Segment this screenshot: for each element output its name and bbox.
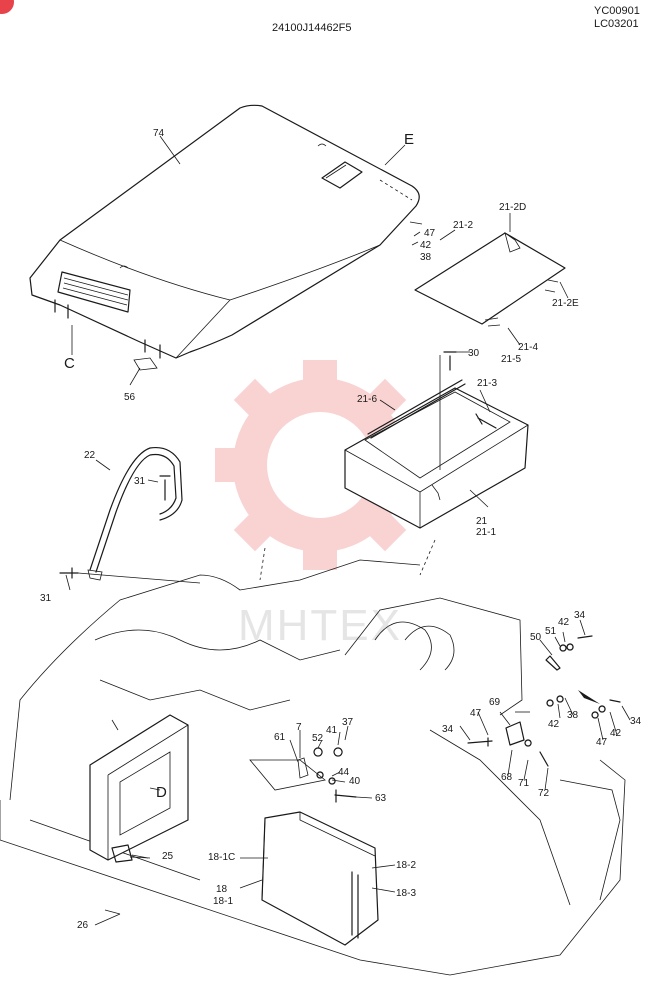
part-label: 21-2D: [499, 202, 526, 213]
part-label: 7: [296, 722, 302, 733]
part-label: 68: [501, 772, 513, 783]
view-label-e: E: [404, 131, 414, 148]
part-label: 69: [489, 697, 501, 708]
side-cover-18: [261, 811, 379, 946]
part-label: 41: [326, 725, 338, 736]
part-label: 44: [338, 767, 350, 778]
part-label: 56: [124, 392, 136, 403]
latch-assembly: [249, 747, 357, 803]
part-label: 18-1: [213, 896, 233, 907]
part-label: 21-2: [453, 220, 473, 231]
corner-badge: [0, 0, 14, 14]
part-label: 21: [476, 516, 488, 527]
part-label: 21-4: [518, 342, 538, 353]
part-label: 31: [40, 593, 52, 604]
leader-lines: [65, 135, 631, 926]
part-label: 30: [468, 348, 480, 359]
part-label: 63: [375, 793, 387, 804]
part-label: 21-2E: [552, 298, 579, 309]
part-label: 18-2: [396, 860, 416, 871]
part-label: 21-6: [357, 394, 377, 405]
machine-body: [0, 539, 626, 976]
part-label: 31: [134, 476, 146, 487]
part-label: 42: [420, 240, 432, 251]
frame-d: [89, 714, 189, 915]
part-label: 71: [518, 778, 530, 789]
part-label: 51: [545, 626, 557, 637]
part-label: 42: [610, 728, 622, 739]
part-label: 34: [442, 724, 454, 735]
part-label: 18: [216, 884, 228, 895]
watermark-text: MHTEX: [238, 601, 402, 650]
part-label: 74: [153, 128, 165, 139]
view-label-c: C: [64, 355, 75, 372]
part-label: 42: [558, 617, 570, 628]
part-label: 72: [538, 788, 550, 799]
part-label: 21-5: [501, 354, 521, 365]
part-label: 34: [574, 610, 586, 621]
part-label: 61: [274, 732, 286, 743]
page-code-1: YC00901: [594, 5, 640, 17]
part-label: 47: [470, 708, 482, 719]
part-label: 40: [349, 776, 361, 787]
part-label: 47: [424, 228, 436, 239]
bolt-cluster: [467, 635, 621, 767]
part-label: 52: [312, 733, 324, 744]
part-label: 34: [630, 716, 642, 727]
drawing-number: 24100J14462F5: [272, 22, 352, 34]
part-label: 42: [548, 719, 560, 730]
part-label: 18-3: [396, 888, 416, 899]
part-label: 26: [77, 920, 89, 931]
view-label-d: D: [156, 784, 167, 801]
part-label: 50: [530, 632, 542, 643]
part-label: 37: [342, 717, 354, 728]
hood-cover: [29, 104, 420, 371]
part-label: 38: [420, 252, 432, 263]
part-label: 38: [567, 710, 579, 721]
part-label: 22: [84, 450, 96, 461]
part-label: 21-3: [477, 378, 497, 389]
handrail-22: [59, 446, 201, 584]
cover-panel-21-2: [414, 232, 566, 327]
part-label: 18-1C: [208, 852, 235, 863]
battery-box-21: [344, 351, 529, 529]
part-labels: 74 47 42 38 21-2 21-2D 21-2E 21-4 21-5 3…: [40, 128, 642, 931]
part-label: 25: [162, 851, 174, 862]
page-code-2: LC03201: [594, 18, 639, 30]
part-label: 21-1: [476, 527, 496, 538]
part-label: 47: [596, 737, 608, 748]
